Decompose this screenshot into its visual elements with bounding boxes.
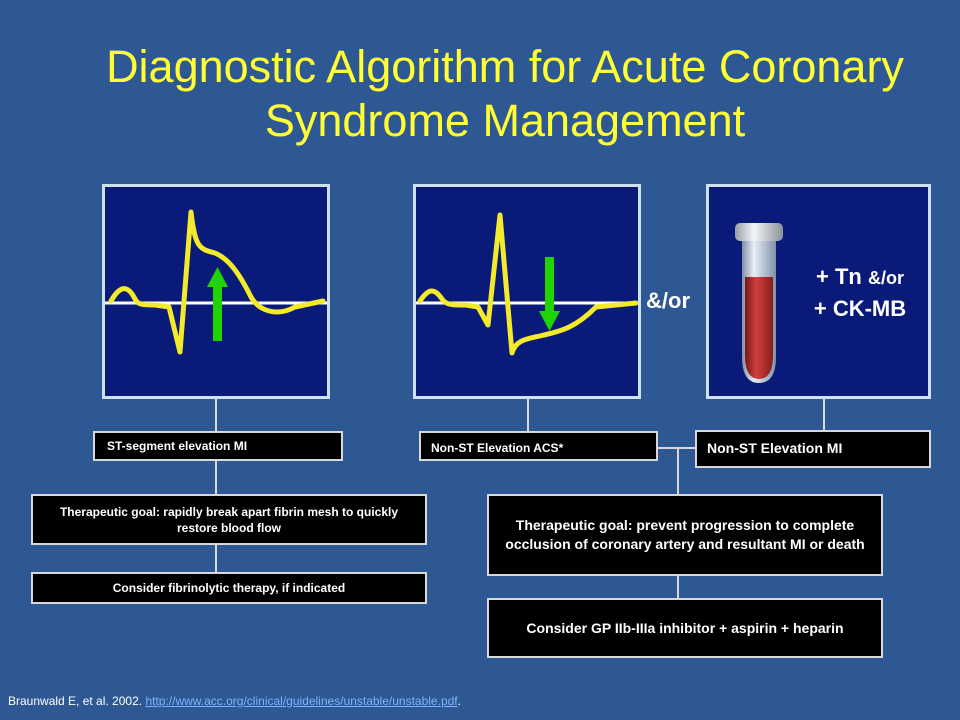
up-arrow-icon	[207, 267, 228, 341]
connector-line	[677, 576, 679, 599]
gp-inhibitor-text: Consider GP IIb-IIIa inhibitor + aspirin…	[526, 619, 844, 636]
page-title: Diagnostic Algorithm for Acute Coronary …	[106, 41, 904, 146]
gp-inhibitor-box: Consider GP IIb-IIIa inhibitor + aspirin…	[487, 598, 883, 658]
nstemi-label: Non-ST Elevation MI	[707, 440, 843, 456]
connector-line	[215, 461, 217, 495]
st-elevation-ecg-icon	[105, 209, 327, 355]
biomarker-panel	[706, 184, 931, 399]
test-tube-icon	[735, 223, 783, 383]
down-arrow-icon	[539, 257, 560, 331]
troponin-label: + Tn &/or	[790, 262, 930, 293]
st-depression-ecg-icon	[416, 212, 638, 356]
stemi-box: ST-segment elevation MI	[93, 431, 343, 461]
connector-line	[215, 399, 217, 432]
therapeutic-goal-left-text: Therapeutic goal: rapidly break apart fi…	[59, 504, 399, 535]
therapeutic-goal-left-box: Therapeutic goal: rapidly break apart fi…	[31, 494, 427, 545]
guideline-link[interactable]: http://www.acc.org/clinical/guidelines/u…	[145, 694, 458, 708]
ckmb-label: + CK-MB	[813, 296, 907, 321]
nstemi-box: Non-ST Elevation MI	[695, 430, 931, 468]
nste-acs-box: Non-ST Elevation ACS*	[419, 431, 658, 461]
citation-footer: Braunwald E, et al. 2002. http://www.acc…	[8, 694, 461, 708]
fibrinolytic-text: Consider fibrinolytic therapy, if indica…	[112, 581, 346, 595]
stemi-label: ST-segment elevation MI	[107, 439, 248, 453]
therapeutic-goal-right-box: Therapeutic goal: prevent progression to…	[487, 494, 883, 576]
connector-line	[823, 399, 825, 432]
therapeutic-goal-right-text: Therapeutic goal: prevent progression to…	[505, 517, 865, 552]
connector-line	[215, 545, 217, 573]
troponin-text: + Tn	[816, 264, 862, 289]
and-or-label: &/or	[646, 288, 690, 313]
fibrinolytic-box: Consider fibrinolytic therapy, if indica…	[31, 572, 427, 604]
connector-line	[658, 447, 678, 449]
citation-trailing: .	[457, 694, 461, 708]
ecg-panel-st-depression	[413, 184, 641, 399]
citation-text: Braunwald E, et al. 2002.	[8, 694, 143, 708]
connector-line	[677, 447, 695, 449]
and-or-small-text: &/or	[867, 268, 904, 288]
ecg-panel-st-elevation	[102, 184, 330, 399]
connector-line	[677, 447, 679, 495]
nste-acs-label: Non-ST Elevation ACS*	[431, 441, 564, 455]
connector-line	[527, 399, 529, 432]
